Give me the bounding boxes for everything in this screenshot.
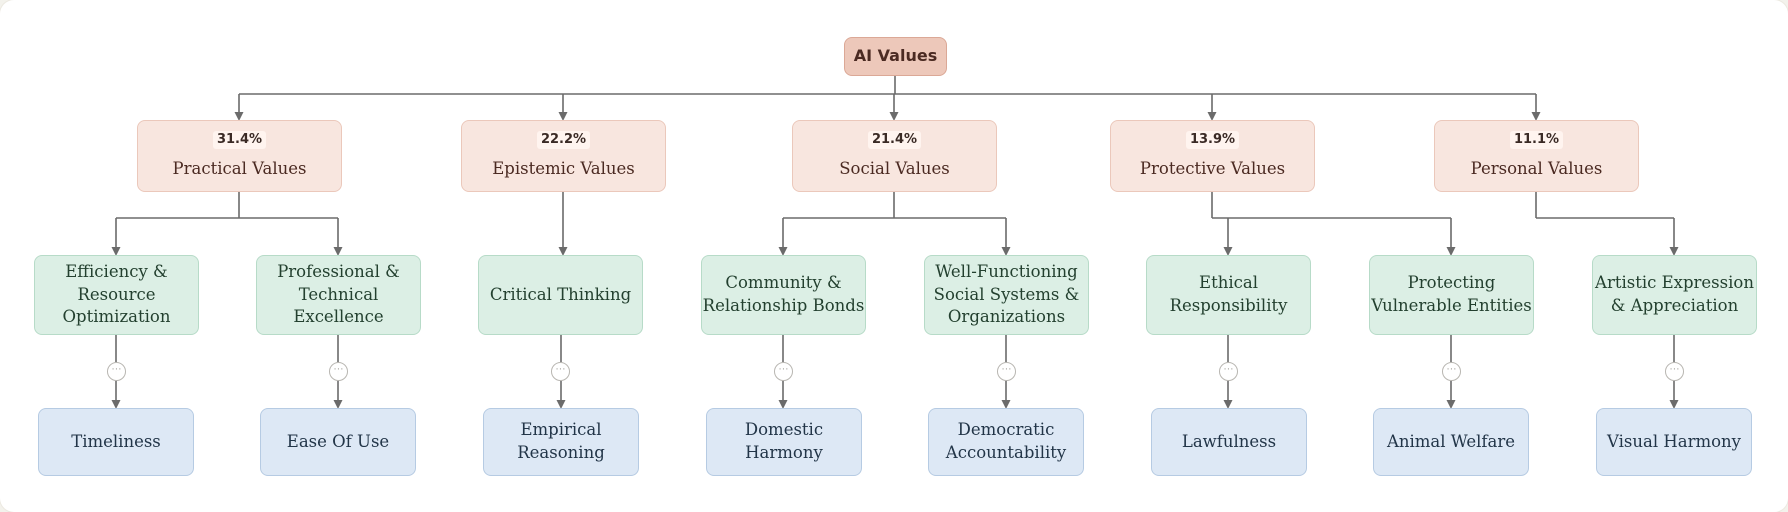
root-node[interactable]: AI Values — [844, 37, 947, 76]
category-percentage: 31.4% — [212, 131, 267, 149]
subcategory-node-social-systems[interactable]: Well-Functioning Social Systems & Organi… — [924, 255, 1089, 335]
subcategory-node-artistic[interactable]: Artistic Expression & Appreciation — [1592, 255, 1757, 335]
subcategory-label: Efficiency & Resource Optimization — [62, 261, 171, 327]
category-node-epistemic[interactable]: 22.2% Epistemic Values — [461, 120, 666, 192]
subcategory-label: Ethical Responsibility — [1169, 273, 1288, 315]
ellipsis-icon[interactable]: ⋯ — [107, 362, 126, 381]
leaf-label: Domestic Harmony — [744, 420, 824, 462]
leaf-node-visual-harmony[interactable]: Visual Harmony — [1596, 408, 1752, 476]
subcategory-label: Professional & Technical Excellence — [277, 261, 400, 327]
subcategory-label: Critical Thinking — [489, 284, 632, 304]
category-percentage: 22.2% — [536, 131, 591, 149]
leaf-label: Empirical Reasoning — [517, 420, 605, 462]
category-node-protective[interactable]: 13.9% Protective Values — [1110, 120, 1315, 192]
category-percentage: 11.1% — [1509, 131, 1564, 149]
category-node-personal[interactable]: 11.1% Personal Values — [1434, 120, 1639, 192]
leaf-label: Lawfulness — [1181, 431, 1277, 451]
subcategory-label: Protecting Vulnerable Entities — [1371, 273, 1532, 315]
leaf-node-lawfulness[interactable]: Lawfulness — [1151, 408, 1307, 476]
category-label: Practical Values — [172, 158, 307, 178]
ellipsis-icon[interactable]: ⋯ — [329, 362, 348, 381]
category-node-social[interactable]: 21.4% Social Values — [792, 120, 997, 192]
leaf-node-ease-of-use[interactable]: Ease Of Use — [260, 408, 416, 476]
category-node-practical[interactable]: 31.4% Practical Values — [137, 120, 342, 192]
category-label: Personal Values — [1470, 158, 1603, 178]
subcategory-node-professional[interactable]: Professional & Technical Excellence — [256, 255, 421, 335]
category-percentage: 13.9% — [1185, 131, 1240, 149]
subcategory-node-critical-thinking[interactable]: Critical Thinking — [478, 255, 643, 335]
subcategory-node-community[interactable]: Community & Relationship Bonds — [701, 255, 866, 335]
subcategory-node-vulnerable[interactable]: Protecting Vulnerable Entities — [1369, 255, 1534, 335]
leaf-node-democratic-accountability[interactable]: Democratic Accountability — [928, 408, 1084, 476]
leaf-label: Ease Of Use — [286, 431, 390, 451]
root-label: AI Values — [853, 46, 938, 66]
leaf-label: Visual Harmony — [1607, 431, 1741, 451]
subcategory-label: Artistic Expression & Appreciation — [1595, 273, 1754, 315]
category-label: Protective Values — [1139, 158, 1286, 178]
ellipsis-icon[interactable]: ⋯ — [997, 362, 1016, 381]
category-label: Social Values — [839, 158, 950, 178]
ellipsis-icon[interactable]: ⋯ — [774, 362, 793, 381]
leaf-node-timeliness[interactable]: Timeliness — [38, 408, 194, 476]
leaf-label: Democratic Accountability — [945, 420, 1067, 462]
leaf-node-domestic-harmony[interactable]: Domestic Harmony — [706, 408, 862, 476]
subcategory-label: Community & Relationship Bonds — [702, 273, 865, 315]
subcategory-label: Well-Functioning Social Systems & Organi… — [933, 261, 1080, 327]
leaf-node-animal-welfare[interactable]: Animal Welfare — [1373, 408, 1529, 476]
leaf-label: Animal Welfare — [1386, 431, 1516, 451]
ellipsis-icon[interactable]: ⋯ — [1219, 362, 1238, 381]
subcategory-node-ethical[interactable]: Ethical Responsibility — [1146, 255, 1311, 335]
leaf-node-empirical-reasoning[interactable]: Empirical Reasoning — [483, 408, 639, 476]
ellipsis-icon[interactable]: ⋯ — [1665, 362, 1684, 381]
subcategory-node-efficiency[interactable]: Efficiency & Resource Optimization — [34, 255, 199, 335]
ellipsis-icon[interactable]: ⋯ — [551, 362, 570, 381]
ellipsis-icon[interactable]: ⋯ — [1442, 362, 1461, 381]
category-percentage: 21.4% — [867, 131, 922, 149]
category-label: Epistemic Values — [492, 158, 635, 178]
leaf-label: Timeliness — [71, 431, 161, 451]
